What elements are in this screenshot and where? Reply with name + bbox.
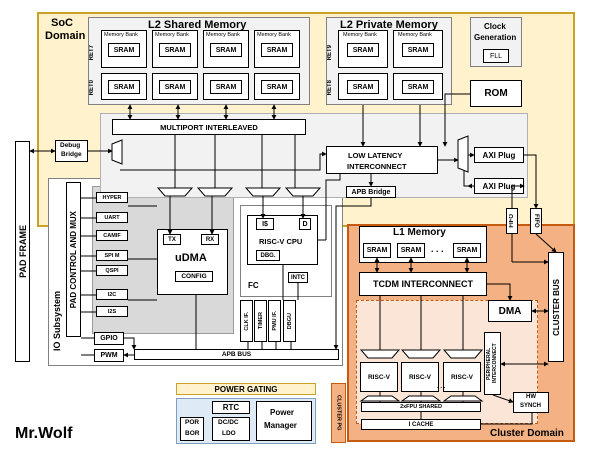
l1-memory-title: L1 Memory xyxy=(393,227,446,238)
fc-label: FC xyxy=(248,281,259,290)
soc-domain-title-2: Domain xyxy=(45,30,86,42)
fifo-right-label: FIFO xyxy=(533,214,539,228)
sram-cell: SRAM xyxy=(108,43,140,57)
fpu-shared: 2xFPU SHARED xyxy=(361,402,481,412)
l2-shared-title: L2 Shared Memory xyxy=(148,19,247,31)
hw-synch-line2: SYNCH xyxy=(520,403,542,409)
sram-cell: SRAM xyxy=(210,80,242,94)
sram-cell: SRAM xyxy=(347,80,379,94)
dcdc-line: DC/DC xyxy=(218,419,239,426)
debug-bridge-line2: Bridge xyxy=(61,151,82,158)
low-latency-interconnect xyxy=(326,146,438,174)
axi-plug-top: AXI Plug xyxy=(474,147,524,163)
riscv-core-3: RISC-V xyxy=(443,362,481,392)
apb-bus: APB BUS xyxy=(134,349,339,360)
udma-config: CONFIG xyxy=(175,271,213,282)
l1-dots: . . . xyxy=(431,244,444,254)
fc-intc: INTC xyxy=(288,272,308,283)
fll-block: FLL xyxy=(483,49,509,63)
io-periph-spi-m: SPI M xyxy=(96,250,128,261)
sram-cell: SRAM xyxy=(159,80,191,94)
clock-title-2: Generation xyxy=(474,33,517,42)
bor-line: BOR xyxy=(185,430,200,437)
rom-block: ROM xyxy=(470,80,522,107)
fc-cpu-label: RISC-V CPU xyxy=(259,237,303,246)
memory-bank-label: Memory Bank xyxy=(343,32,377,38)
sram-cell: SRAM xyxy=(261,80,293,94)
sram-cell: SRAM xyxy=(347,43,379,57)
rtc-block: RTC xyxy=(212,401,250,414)
por-bor-block xyxy=(180,417,204,441)
pad-frame: PAD FRAME xyxy=(15,141,30,362)
l2-private-title: L2 Private Memory xyxy=(340,19,438,31)
low-latency-line1: LOW LATENCY xyxy=(348,151,403,160)
power-manager-line2: Manager xyxy=(264,421,297,430)
memory-bank-label: Memory Bank xyxy=(398,32,432,38)
l2-shared-bank: SRAM xyxy=(254,73,300,100)
io-periph-i2c: I2C xyxy=(96,289,128,300)
io-periph-hyper: HYPER xyxy=(96,192,128,203)
io-periph-i2s: I2S xyxy=(96,306,128,317)
fc-periph-0: CLK IF. xyxy=(240,300,253,342)
fc-periph-2: PMU IF. xyxy=(268,300,281,342)
io-periph-camif: CAMIF xyxy=(96,230,128,241)
cores-dots: . . . xyxy=(437,384,446,390)
cluster-domain-title: Cluster Domain xyxy=(490,428,564,439)
chip-name: Mr.Wolf xyxy=(15,425,73,442)
power-gating: POWER GATING xyxy=(176,383,316,395)
memory-bank-label: Memory Bank xyxy=(104,32,138,38)
l2-shared-bank: SRAM xyxy=(101,73,147,100)
icache: I CACHE xyxy=(361,419,481,430)
fc-periph-1: TIMER xyxy=(254,300,267,342)
sram-cell: SRAM xyxy=(261,43,293,57)
io-periph-uart: UART xyxy=(96,212,128,223)
soc-domain-title-1: SoC xyxy=(51,17,73,29)
tcdm-interconnect: TCDM INTERCONNECT xyxy=(359,272,487,296)
multiport-interleaved: MULTIPORT INTERLEAVED xyxy=(112,119,306,135)
por-line: POR xyxy=(185,419,200,426)
pad-control-mux: PAD CONTROL AND MUX xyxy=(66,182,81,337)
memory-bank-label: Memory Bank xyxy=(206,32,240,38)
fifo-left: FIFO xyxy=(506,208,518,234)
hw-synch-line1: HW xyxy=(526,394,536,400)
udma-title: uDMA xyxy=(175,252,207,264)
power-manager-line1: Power xyxy=(270,408,295,417)
debug-bridge-line1: Debug xyxy=(60,142,81,149)
l2-shared-bank: SRAM xyxy=(152,73,198,100)
sram-cell: SRAM xyxy=(108,80,140,94)
sram-cell: SRAM xyxy=(210,43,242,57)
l2-private-bank: SRAM xyxy=(393,73,443,100)
fc-periph-3: DBGU xyxy=(283,300,296,342)
io-periph-qspi: QSPI xyxy=(96,265,128,276)
cluster-pg: CLUSTER PG xyxy=(331,383,346,443)
fc-dbg: DBG. xyxy=(256,250,280,261)
memory-bank-label: Memory Bank xyxy=(155,32,189,38)
clock-title-1: Clock xyxy=(484,22,506,31)
sram-cell: SRAM xyxy=(402,43,434,57)
sram-cell: SRAM xyxy=(402,80,434,94)
cluster-pg-label: CLUSTER PG xyxy=(335,395,342,431)
ldo-line: LDO xyxy=(222,430,236,437)
l2-private-bank: SRAM xyxy=(338,73,388,100)
low-latency-line2: INTERCONNECT xyxy=(347,162,407,171)
riscv-core-2: RISC-V xyxy=(401,362,439,392)
sram-cell: SRAM xyxy=(159,43,191,57)
power-manager-block xyxy=(256,401,312,441)
gpio-block: GPIO xyxy=(94,332,124,345)
riscv-core-1: RISC-V xyxy=(360,362,398,392)
l2-shared-bank: SRAM xyxy=(203,73,249,100)
dcdc-ldo-block xyxy=(212,417,250,441)
memory-bank-label: Memory Bank xyxy=(257,32,291,38)
